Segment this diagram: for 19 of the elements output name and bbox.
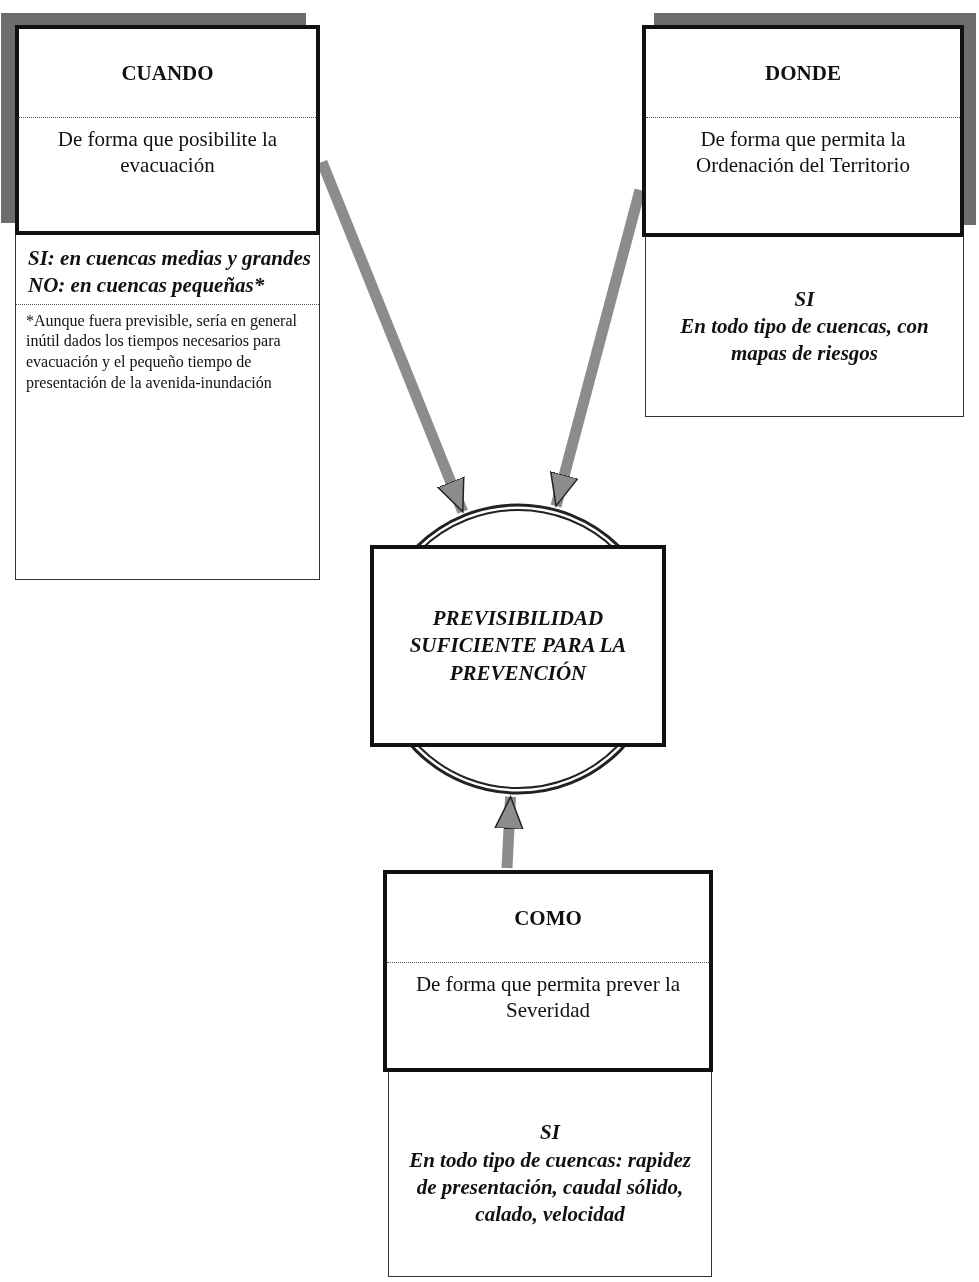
answer-box — [388, 1072, 712, 1277]
heading-text: CUANDO — [121, 60, 214, 86]
answer-box — [15, 235, 320, 580]
answer-text: SI — [793, 285, 816, 313]
arrow — [494, 796, 524, 869]
center-text: PREVISIBILIDAD SUFICIENTE PARA LA PREVENCIÓN — [408, 605, 628, 687]
answer-text: SI — [539, 1119, 562, 1147]
body-text: De forma que permita la Ordenación del Territorio — [695, 126, 911, 179]
answer-text: NO: en cuencas pequeñas* — [27, 272, 266, 300]
answer-text: En todo tipo de cuencas, con mapas de riesgos — [679, 312, 930, 368]
answer-text: SI: en cuencas medias y grandes — [27, 245, 312, 272]
body-text: De forma que permita prever la Severidad — [414, 971, 682, 1024]
answer-text: En todo tipo de cuencas: rapidez de presentación, caudal sólido, calado, velocidad — [408, 1146, 692, 1229]
body-text: De forma que posibilite la evacuación — [56, 126, 279, 179]
heading-box — [383, 870, 713, 1072]
footnote-text: *Aunque fuera previsible, sería en general inútil dados los tiempos necesarios para evacuación y el pequeño tiempo de presentación de la avenida-inundación — [25, 310, 298, 394]
answer-box — [645, 237, 964, 417]
heading-text: DONDE — [765, 60, 841, 86]
heading-text: COMO — [514, 905, 582, 931]
